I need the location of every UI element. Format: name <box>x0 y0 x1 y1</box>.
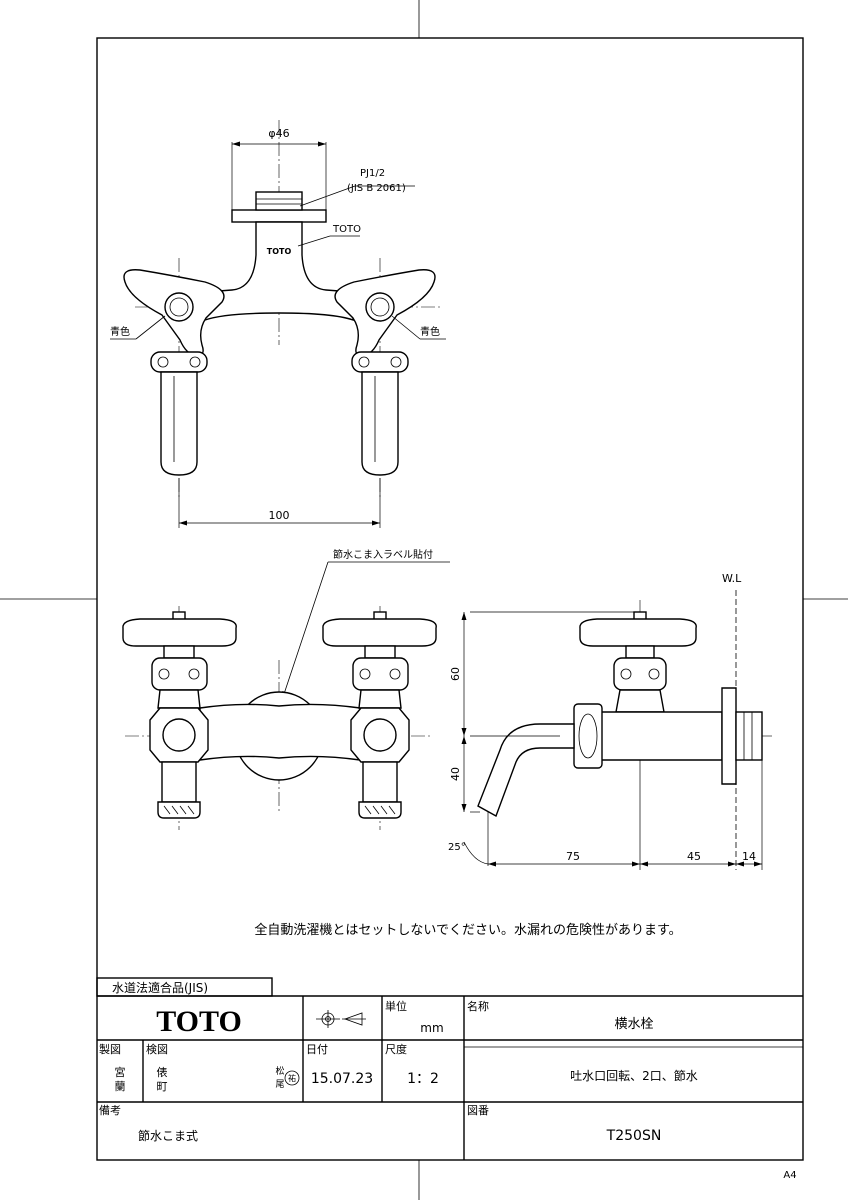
warning-note: 全自動洗濯機とはセットしないでください。水漏れの危険性があります。 <box>254 922 681 938</box>
approved-2: 尾 <box>275 1079 284 1090</box>
scale-label: 尺度 <box>385 1042 407 1056</box>
drawn-by-1: 宮 <box>115 1065 126 1079</box>
unit-value: mm <box>420 1021 443 1035</box>
remarks-value: 節水こま式 <box>138 1128 198 1143</box>
dim-length-75: 75 <box>566 850 580 863</box>
title-block: 水道法適合品(JIS) TOTO 単位 mm 名称 横水栓 製図 宮 蘭 検図 … <box>96 977 803 1160</box>
remarks-label: 備考 <box>99 1104 121 1117</box>
label-thread-standard: (JIS B 2061) <box>347 183 406 194</box>
dim-height-60: 60 <box>449 667 462 681</box>
drawn-by-2: 蘭 <box>115 1080 126 1093</box>
label-blue-left: 青色 <box>110 325 130 338</box>
date-label: 日付 <box>306 1043 328 1056</box>
dim-spacing-100: 100 <box>269 509 290 522</box>
product-description: 吐水口回転、2口、節水 <box>570 1068 698 1083</box>
approved-1: 松 <box>275 1065 284 1077</box>
toto-logo: TOTO <box>156 1005 242 1038</box>
dim-length-45: 45 <box>687 850 701 863</box>
third-angle-projection-icon <box>316 1010 366 1028</box>
label-water-saving-note: 節水こま入ラベル貼付 <box>333 548 433 561</box>
approved-stamp-icon <box>284 1070 300 1086</box>
label-blue-right: 青色 <box>420 325 440 338</box>
top-view: φ46 PJ1/2 (JIS B 2061) TOTO TOTO <box>110 120 446 528</box>
dim-height-40: 40 <box>449 767 462 781</box>
scale-value: 1：2 <box>407 1071 439 1087</box>
front-view: 節水こま入ラベル貼付 <box>122 548 450 830</box>
label-water-level: W.L <box>722 572 742 585</box>
product-name: 横水栓 <box>614 1017 653 1032</box>
checked-by-1: 俵 <box>157 1066 168 1079</box>
date-value: 15.07.23 <box>311 1071 373 1087</box>
checked-label: 検図 <box>146 1042 168 1056</box>
side-view: W.L 60 40 25° <box>448 572 775 870</box>
drawing-number-label: 図番 <box>467 1104 489 1117</box>
dim-phi46: φ46 <box>268 127 289 140</box>
body-logo-top: TOTO <box>267 247 292 256</box>
paper-size: A4 <box>783 1170 796 1181</box>
unit-label: 単位 <box>385 999 407 1013</box>
name-label: 名称 <box>467 999 489 1013</box>
compliance-label: 水道法適合品(JIS) <box>112 980 208 995</box>
drawing-number: T250SN <box>606 1128 662 1144</box>
checked-by-2: 町 <box>157 1080 168 1093</box>
label-brand-leader: TOTO <box>332 224 361 235</box>
drawn-label: 製図 <box>99 1042 121 1056</box>
label-thread-spec: PJ1/2 <box>360 168 385 179</box>
approved-stamp: 祐 <box>288 1073 296 1083</box>
dim-length-14: 14 <box>742 850 756 863</box>
dim-angle-25: 25° <box>448 842 466 853</box>
